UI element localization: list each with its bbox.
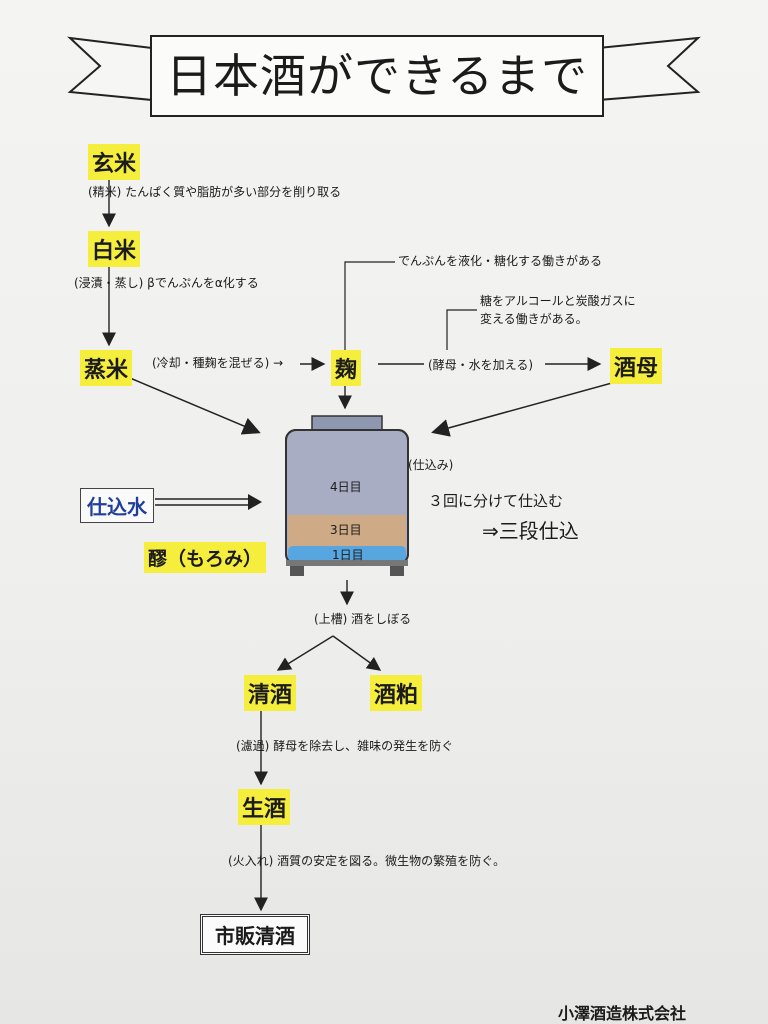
node-seishu: 清酒 <box>244 675 297 711</box>
node-genmai: 玄米 <box>88 144 141 180</box>
title-banner-ribbon <box>67 36 701 102</box>
node-shubo: 酒母 <box>610 348 663 384</box>
shubo-note-leader <box>446 309 477 350</box>
node-sakekasu: 酒粕 <box>370 675 423 711</box>
koji-note-leader <box>344 261 395 350</box>
step-joso: (上槽) 酒をしぼる <box>314 612 412 626</box>
step-shikomi: (仕込み) <box>408 458 454 472</box>
node-shikomimizu: 仕込水 <box>80 488 154 523</box>
arrow-split-sakekasu <box>332 635 382 671</box>
node-koji: 麹 <box>331 350 362 386</box>
node-mushimai: 蒸米 <box>80 350 133 386</box>
diagram-title: 日本酒ができるまで <box>150 35 604 117</box>
step-seimai: (精米) たんぱく質や脂肪が多い部分を削り取る <box>88 185 342 199</box>
node-retail: 市販清酒 <box>200 914 310 955</box>
shubo-note-line2: 変える働きがある。 <box>480 312 588 326</box>
arrow-water-tank <box>155 494 262 510</box>
tank-layer-day4: 4日目 <box>330 480 362 494</box>
node-moromi: 醪（もろみ） <box>144 542 267 573</box>
sandan-shikomi: ⇒三段仕込 <box>482 519 579 543</box>
shubo-note-line1: 糖をアルコールと炭酸ガスに <box>480 294 636 308</box>
step-kobo: (酵母・水を加える) <box>428 358 534 372</box>
brewing-tank <box>285 415 409 576</box>
company-name: 小澤酒造株式会社 <box>558 1004 687 1023</box>
three-step-note: ３回に分けて仕込む <box>428 492 564 510</box>
step-reikyaku: (冷却・種麹を混ぜる) → <box>152 356 284 370</box>
arrow-shubo-tank <box>431 377 631 437</box>
step-roka: (濾過) 酵母を除去し、雑味の発生を防ぐ <box>236 739 454 753</box>
tank-layer-day3: 3日目 <box>330 523 362 537</box>
tank-layer-day1: 1日目 <box>332 548 364 562</box>
step-shinseki: (浸漬・蒸し) βでんぷんをα化する <box>74 276 259 290</box>
arrow-mushimai-tank <box>129 377 261 435</box>
koji-note: でんぷんを液化・糖化する働きがある <box>398 254 603 268</box>
node-namazake: 生酒 <box>238 789 291 825</box>
arrow-split-seishu <box>276 635 334 671</box>
step-hiire: (火入れ) 酒質の安定を図る。微生物の繁殖を防ぐ。 <box>228 854 506 868</box>
node-hakumai: 白米 <box>88 231 141 267</box>
